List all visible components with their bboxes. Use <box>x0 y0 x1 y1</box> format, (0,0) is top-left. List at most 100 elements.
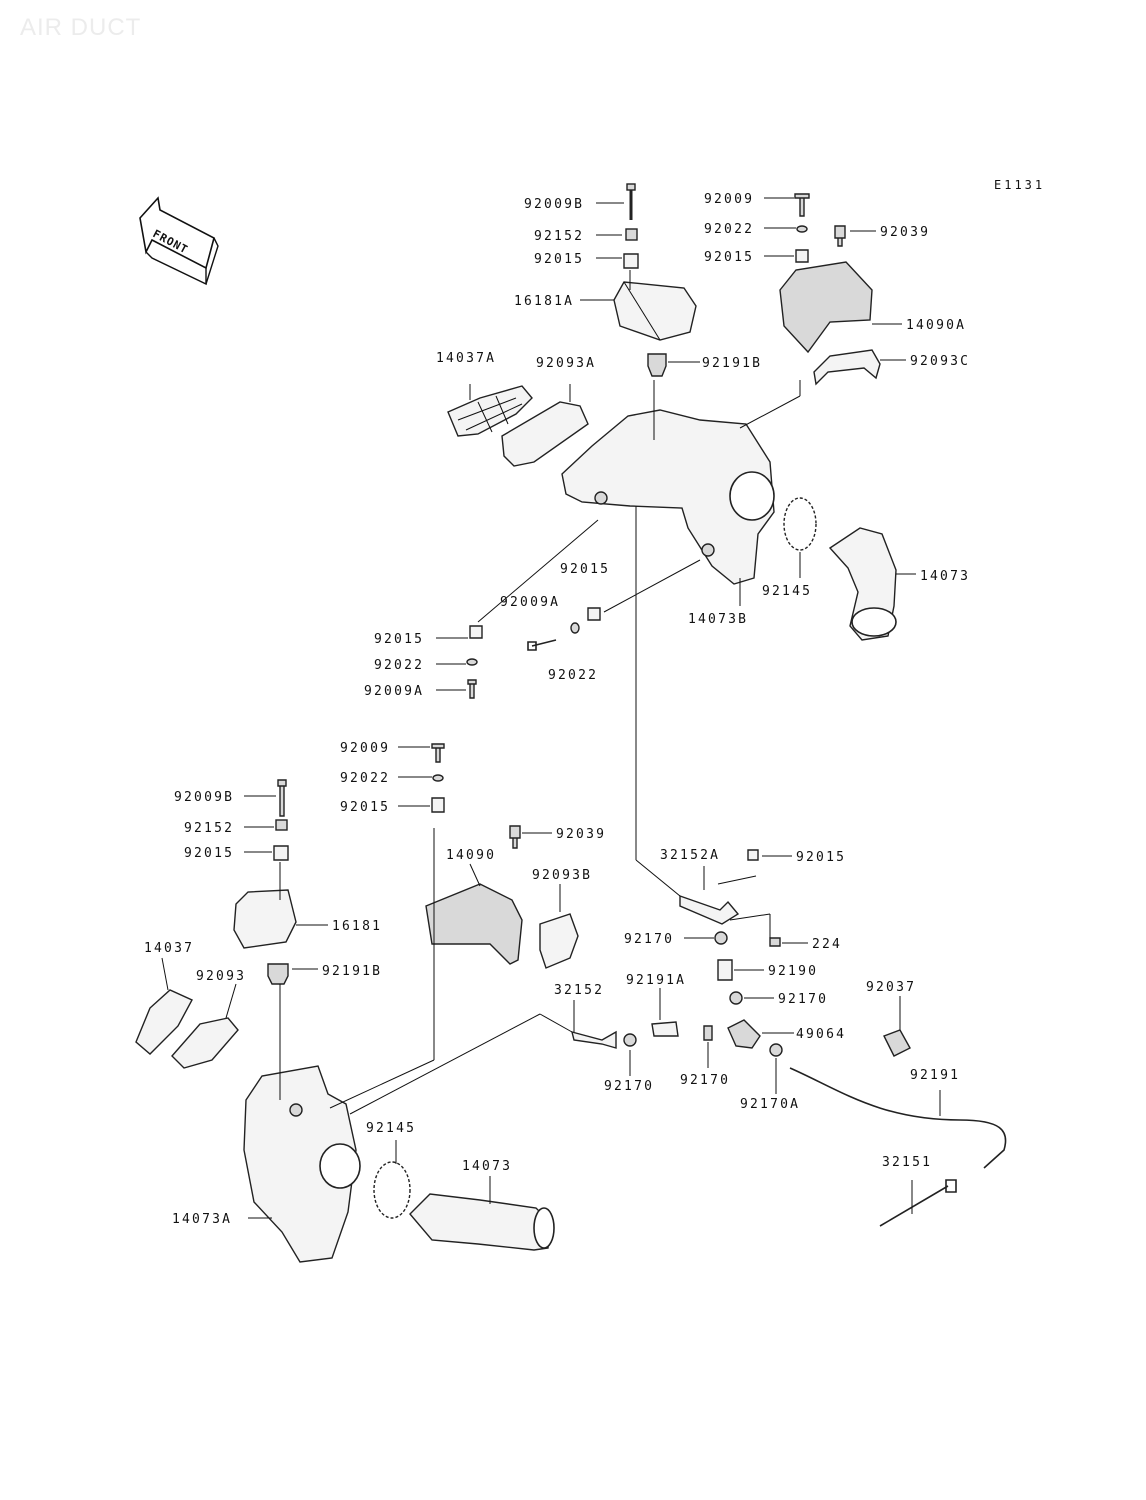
pipe-32151 <box>879 1179 957 1227</box>
grommet-92015-lower-left <box>273 845 289 861</box>
diagram-code: E1131 <box>994 178 1046 192</box>
page-title: AIR DUCT <box>20 14 142 41</box>
part-label: 92015 <box>796 850 846 865</box>
washer-92022-mid <box>466 658 478 666</box>
part-label: 32152 <box>554 983 604 998</box>
clamp-92170-b <box>729 991 743 1005</box>
grommet-92015-right <box>747 849 759 861</box>
part-label: 49064 <box>796 1027 846 1042</box>
part-label: 14090 <box>446 848 496 863</box>
part-label: 92022 <box>548 668 598 683</box>
cover-16181 <box>233 889 297 949</box>
screw-92009-lower <box>431 743 445 763</box>
part-label: 92152 <box>534 229 584 244</box>
part-label: 14073 <box>920 569 970 584</box>
washer-92022-lower <box>432 774 444 782</box>
screw-224 <box>769 937 781 947</box>
part-label: 92039 <box>556 827 606 842</box>
part-label: 92170A <box>740 1097 800 1112</box>
seal-92093a <box>501 401 589 467</box>
part-label: 92093C <box>910 354 970 369</box>
front-arrow-icon: FRONT <box>139 196 219 286</box>
grommet-92191b-upper <box>647 353 667 377</box>
cover-14090 <box>425 883 523 965</box>
part-label: 92145 <box>762 584 812 599</box>
grommet-92015-angled <box>587 607 601 621</box>
screw-92009a-mid <box>467 679 477 699</box>
cover-16181a <box>613 281 697 341</box>
part-label: 16181A <box>514 294 574 309</box>
valve-49064 <box>727 1019 761 1049</box>
part-label: 92015 <box>560 562 610 577</box>
clamp-92170-c <box>623 1033 637 1047</box>
hose-14073-lower <box>409 1193 551 1251</box>
part-label: 92022 <box>704 222 754 237</box>
part-label: 92093A <box>536 356 596 371</box>
part-label: 32152A <box>660 848 720 863</box>
part-label: 92145 <box>366 1121 416 1136</box>
part-label: 14073A <box>172 1212 232 1227</box>
air-duct-14073a <box>243 1065 357 1263</box>
part-label: 92009 <box>704 192 754 207</box>
collar-92152-upper <box>625 228 638 241</box>
part-label: 92037 <box>866 980 916 995</box>
screw-92009-upper <box>794 193 810 217</box>
part-label: 92039 <box>880 225 930 240</box>
part-label: 14037 <box>144 941 194 956</box>
grommet-92015-upper-right <box>795 249 809 263</box>
part-label: 92015 <box>340 800 390 815</box>
part-label: 92093B <box>532 868 592 883</box>
hose-92191a <box>651 1021 679 1037</box>
part-label: 92190 <box>768 964 818 979</box>
part-label: 92009B <box>524 197 584 212</box>
part-label: 92093 <box>196 969 246 984</box>
part-label: 92152 <box>184 821 234 836</box>
part-label: 14037A <box>436 351 496 366</box>
part-label: 92015 <box>534 252 584 267</box>
grommet-92015-mid <box>469 625 483 639</box>
part-label: 92009B <box>174 790 234 805</box>
part-label: 92170 <box>778 992 828 1007</box>
clamp-92037 <box>883 1029 911 1057</box>
air-duct-14073b <box>561 409 775 585</box>
part-label: 92170 <box>624 932 674 947</box>
part-label: 16181 <box>332 919 382 934</box>
o-ring-92145-lower <box>373 1161 411 1219</box>
part-label: 92191A <box>626 973 686 988</box>
hose-92190 <box>717 959 733 981</box>
part-label: 92170 <box>680 1073 730 1088</box>
part-label: 92191B <box>322 964 382 979</box>
leader-lines <box>161 197 941 1219</box>
part-label: 92009A <box>364 684 424 699</box>
part-label: 92022 <box>340 771 390 786</box>
screw-92009a-angled <box>527 639 557 651</box>
part-label: 92191 <box>910 1068 960 1083</box>
part-label: 14073 <box>462 1159 512 1174</box>
grommet-92015-lower <box>431 797 445 813</box>
bolt-92009b-upper <box>626 183 636 220</box>
part-label: 92009A <box>500 595 560 610</box>
part-label: 92191B <box>702 356 762 371</box>
part-label: 224 <box>812 937 842 952</box>
clamp-92170-d <box>703 1025 713 1041</box>
part-label: 92022 <box>374 658 424 673</box>
seal-92093c <box>813 349 881 386</box>
washer-92022-angled <box>570 622 580 634</box>
clamp-92170-a <box>714 931 728 945</box>
part-labels: 92009B 92152 92015 16181A 92009 92022 92… <box>144 192 970 1227</box>
part-label: 92170 <box>604 1079 654 1094</box>
grommet-92015-upper <box>623 253 639 269</box>
screen-14037a <box>447 385 533 437</box>
bolt-92009b-lower <box>277 779 287 817</box>
seal-92093 <box>171 1017 239 1069</box>
part-label: 92015 <box>374 632 424 647</box>
washer-92022-upper <box>796 225 808 233</box>
pipe-32152 <box>571 1030 617 1049</box>
seal-92093b <box>539 913 579 969</box>
part-label: 92015 <box>184 846 234 861</box>
screen-14037 <box>135 989 193 1055</box>
part-label: 14073B <box>688 612 748 627</box>
part-label: 32151 <box>882 1155 932 1170</box>
